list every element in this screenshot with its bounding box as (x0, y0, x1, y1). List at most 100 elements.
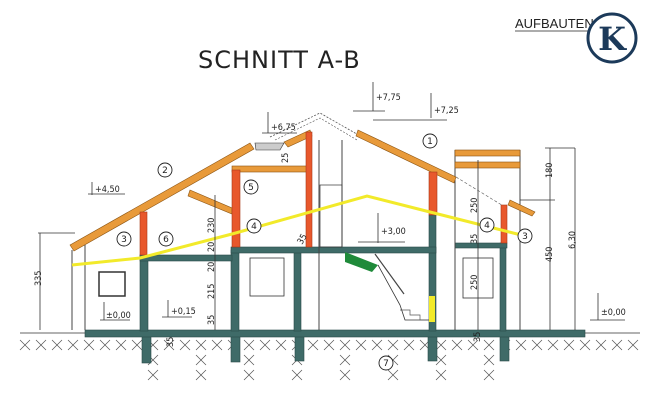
ground-hatch-mark (131, 339, 143, 351)
svg-text:3: 3 (522, 232, 528, 242)
callouts: 1 2 3 3 4 4 5 6 7 (116, 133, 533, 371)
svg-text:450: 450 (545, 247, 555, 262)
concrete-walls (139, 214, 508, 332)
ground-hatch-mark (275, 339, 287, 351)
svg-text:6,30: 6,30 (568, 231, 578, 249)
brand-logo: AUFBAUTEN K (515, 12, 638, 64)
svg-text:2: 2 (162, 166, 168, 176)
ground-hatch-mark (179, 339, 191, 351)
svg-text:250: 250 (470, 198, 480, 213)
ground-hatch-mark (163, 339, 175, 351)
ground-hatch-mark (83, 339, 95, 351)
callout-4: 4 (479, 217, 495, 233)
ground-hatch-mark (147, 369, 159, 381)
ground-hatch-mark (339, 369, 351, 381)
svg-text:7: 7 (383, 359, 389, 369)
ground-hatch-mark (51, 339, 63, 351)
svg-text:20: 20 (207, 262, 217, 272)
ground-hatch-mark (483, 369, 495, 381)
ground-hatch-mark (435, 369, 447, 381)
svg-text:215: 215 (207, 284, 217, 299)
ground-hatch-mark (483, 354, 495, 366)
ground-hatch-mark (147, 354, 159, 366)
svg-text:5: 5 (248, 183, 254, 193)
ground-hatch-mark (387, 339, 399, 351)
svg-text:6: 6 (163, 235, 169, 245)
callout-5: 5 (243, 179, 259, 195)
ground-hatch-mark (115, 339, 127, 351)
ground-hatch-mark (35, 339, 47, 351)
elevation-marker: +7,75 (353, 82, 401, 112)
ground-hatch-mark (579, 339, 591, 351)
callout-7: 7 (378, 355, 394, 371)
dimension-labels: 335 25 230 20 20 215 35 35 250 35 250 18… (34, 153, 578, 347)
ground-hatch-mark (243, 339, 255, 351)
svg-text:35: 35 (473, 332, 483, 342)
ground-hatch-mark (547, 339, 559, 351)
ground-hatch-mark (387, 369, 399, 381)
brand-text: AUFBAUTEN (515, 16, 594, 31)
callout-4: 4 (246, 218, 262, 234)
callout-3: 3 (116, 231, 132, 247)
svg-text:4: 4 (251, 222, 257, 232)
ground-hatch-mark (355, 339, 367, 351)
ground-hatching (19, 332, 640, 381)
elevation-marker: ±0,00 (100, 302, 131, 321)
ground-hatch-mark (243, 354, 255, 366)
ground-hatch-mark (403, 339, 415, 351)
ground-hatch-mark (435, 339, 447, 351)
ground-hatch-mark (339, 354, 351, 366)
svg-text:±0,00: ±0,00 (106, 311, 131, 321)
ground-hatch-mark (611, 339, 623, 351)
ground-hatch-mark (451, 339, 463, 351)
callout-2: 2 (157, 162, 173, 178)
svg-text:250: 250 (470, 275, 480, 290)
ground-hatch-mark (595, 339, 607, 351)
svg-text:35: 35 (166, 337, 176, 347)
ground-hatch-mark (67, 339, 79, 351)
ground-hatch-mark (211, 339, 223, 351)
dimension-lines (38, 147, 576, 330)
svg-text:+6,75: +6,75 (271, 123, 296, 133)
svg-text:35: 35 (470, 234, 480, 244)
logo-letter: K (598, 20, 627, 58)
callout-6: 6 (158, 231, 174, 247)
ground-hatch-mark (307, 339, 319, 351)
callout-1: 1 (422, 133, 438, 149)
svg-text:+7,25: +7,25 (434, 106, 459, 116)
insulation-line (71, 194, 526, 267)
ground-hatch-mark (627, 339, 639, 351)
ground-hatch-mark (339, 339, 351, 351)
ground-hatch-mark (563, 339, 575, 351)
svg-text:180: 180 (545, 163, 555, 178)
ground-hatch-mark (243, 369, 255, 381)
ground-hatch-mark (323, 339, 335, 351)
svg-text:35: 35 (296, 233, 310, 247)
elevation-markers: +4,50 +6,75 +7,75 +7,25 +3,00 ±0,00 +0,1… (88, 82, 626, 321)
timber-posts (139, 131, 508, 256)
door-opening (249, 257, 285, 297)
elevation-marker: +7,25 (373, 93, 459, 121)
svg-text:+3,00: +3,00 (381, 227, 406, 237)
elevation-marker: +6,75 (262, 112, 297, 134)
svg-text:35: 35 (207, 315, 217, 325)
ground-hatch-mark (467, 339, 479, 351)
elevation-marker: +4,50 (88, 182, 125, 195)
elevation-marker: +3,00 (358, 213, 406, 243)
svg-text:1: 1 (427, 137, 433, 147)
logo-circle-icon (586, 12, 638, 64)
drawing-title: SCHNITT A-B (198, 46, 361, 74)
elevation-marker: ±0,00 (590, 293, 626, 321)
ground-hatch-mark (515, 339, 527, 351)
ground-hatch-mark (435, 354, 447, 366)
ground-hatch-mark (19, 339, 31, 351)
staircase (345, 252, 435, 322)
ground-slab (84, 329, 586, 338)
ground-hatch-mark (195, 354, 207, 366)
ground-hatch-mark (291, 369, 303, 381)
ground-hatch-mark (483, 339, 495, 351)
ground-hatch-mark (371, 339, 383, 351)
svg-text:4: 4 (484, 221, 490, 231)
ground-hatch-mark (259, 339, 271, 351)
